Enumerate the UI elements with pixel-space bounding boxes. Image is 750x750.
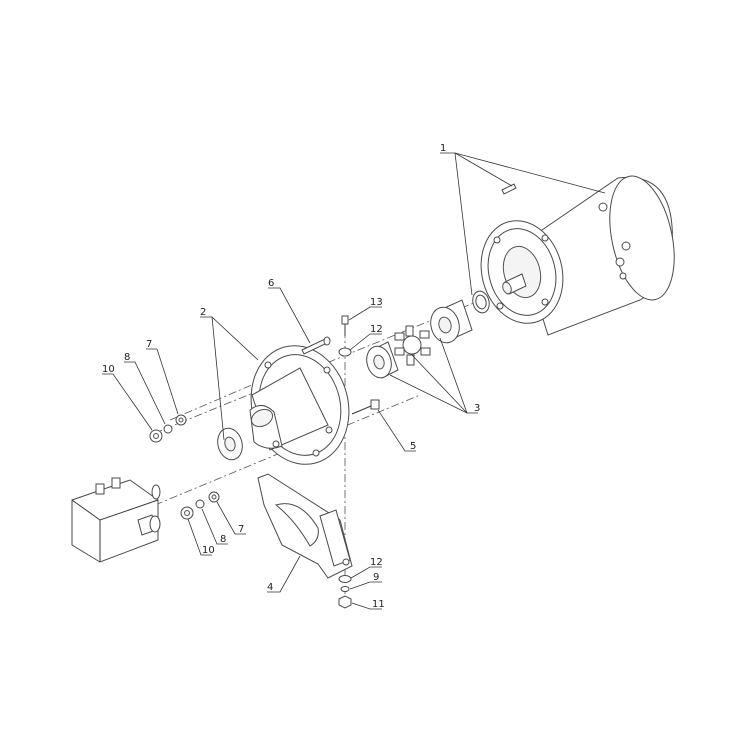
mounting-bracket xyxy=(257,473,353,579)
pump-block xyxy=(71,477,161,563)
callout-10-lower: 10 xyxy=(202,545,215,556)
callout-7-lower: 7 xyxy=(238,524,244,535)
fasteners-bracket xyxy=(338,575,352,609)
callout-6: 6 xyxy=(268,278,274,289)
motor xyxy=(472,175,675,336)
callout-10-upper: 10 xyxy=(102,364,115,375)
bolt-5 xyxy=(351,399,380,415)
bolt-6 xyxy=(301,336,331,355)
coupling xyxy=(366,299,473,379)
callout-1: 1 xyxy=(440,143,446,154)
callout-4: 4 xyxy=(267,582,273,593)
callout-7-upper: 7 xyxy=(146,339,152,350)
callout-12-bottom: 12 xyxy=(370,557,383,568)
callout-12-top: 12 xyxy=(370,324,383,335)
callout-8-lower: 8 xyxy=(220,534,226,545)
callout-13: 13 xyxy=(370,297,383,308)
callout-11: 11 xyxy=(372,599,385,610)
bolt-13 xyxy=(341,315,349,336)
fasteners-lower-left xyxy=(180,491,220,520)
adapter-flange xyxy=(217,345,350,465)
coupling-spider xyxy=(394,325,431,366)
callout-labels: 1 2 3 4 5 6 7 7 8 8 9 10 10 11 12 12 13 xyxy=(102,143,480,610)
washer-12-top xyxy=(338,347,352,357)
callout-9: 9 xyxy=(373,572,379,583)
callout-8-upper: 8 xyxy=(124,352,130,363)
leader-lines xyxy=(102,152,606,610)
callout-2: 2 xyxy=(200,307,206,318)
callout-5: 5 xyxy=(410,441,416,452)
fasteners-upper-left xyxy=(149,414,187,443)
callout-3: 3 xyxy=(474,403,480,414)
